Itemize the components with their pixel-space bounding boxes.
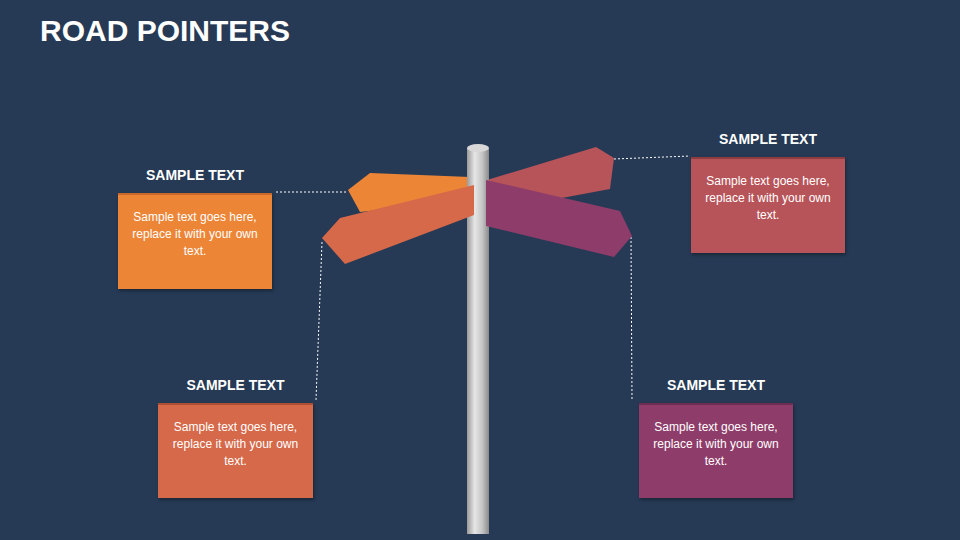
- box-heading: SAMPLE TEXT: [671, 131, 865, 147]
- pole-cap: [467, 144, 489, 152]
- box-body: Sample text goes here, replace it with y…: [118, 195, 272, 270]
- box-body: Sample text goes here, replace it with y…: [639, 405, 793, 480]
- box-heading: SAMPLE TEXT: [138, 377, 333, 393]
- text-box: SAMPLE TEXTSample text goes here, replac…: [691, 157, 845, 253]
- text-box: SAMPLE TEXTSample text goes here, replac…: [158, 403, 313, 498]
- box-heading: SAMPLE TEXT: [98, 167, 292, 183]
- text-box: SAMPLE TEXTSample text goes here, replac…: [118, 193, 272, 289]
- box-heading: SAMPLE TEXT: [619, 377, 813, 393]
- box-body: Sample text goes here, replace it with y…: [691, 159, 845, 234]
- sign-board: [322, 185, 474, 264]
- box-body: Sample text goes here, replace it with y…: [158, 405, 313, 480]
- slide-title: ROAD POINTERS: [40, 14, 290, 48]
- text-box: SAMPLE TEXTSample text goes here, replac…: [639, 403, 793, 498]
- sign-board: [486, 180, 632, 257]
